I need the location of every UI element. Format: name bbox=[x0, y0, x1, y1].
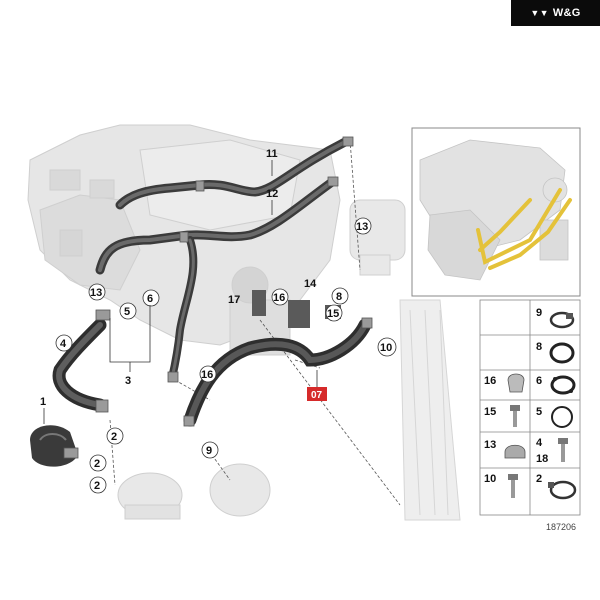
callouts: 11 12 13 13 4 5 6 3 1 2 2 2 17 16 14 8 bbox=[40, 148, 397, 494]
brand-logo: ▼▼ W&G bbox=[511, 0, 600, 26]
callout-14: 14 bbox=[304, 278, 317, 290]
location-inset bbox=[411, 127, 581, 297]
callout-11: 11 bbox=[266, 148, 278, 160]
callout-1: 1 bbox=[40, 396, 46, 408]
brand-name: W&G bbox=[552, 7, 581, 19]
water-pump bbox=[117, 463, 271, 520]
parts-num-5: 5 bbox=[536, 406, 542, 418]
highlight-box bbox=[307, 387, 327, 401]
hose-4 bbox=[52, 318, 107, 412]
brand-mark-icon: ▼▼ bbox=[530, 8, 549, 18]
parts-num-9: 9 bbox=[536, 307, 542, 319]
callout-9: 9 bbox=[206, 445, 212, 457]
callout-16-bottom: 16 bbox=[201, 369, 213, 381]
radiator bbox=[399, 299, 461, 521]
thermostat-housing bbox=[349, 199, 406, 276]
gasket-icon bbox=[550, 375, 576, 395]
parts-num-2: 2 bbox=[536, 473, 542, 485]
callout-15: 15 bbox=[327, 308, 339, 320]
callout-12: 12 bbox=[266, 188, 278, 200]
highlight-label-07: 07 bbox=[311, 390, 323, 401]
parts-num-18: 18 bbox=[536, 453, 548, 465]
diagram-id: 187206 bbox=[546, 522, 576, 532]
hose-clamp-icon bbox=[549, 311, 575, 329]
callout-3: 3 bbox=[125, 375, 131, 387]
bolt-icon bbox=[510, 405, 520, 427]
parts-num-10: 10 bbox=[484, 473, 496, 485]
o-ring-icon bbox=[549, 342, 575, 364]
callout-17: 17 bbox=[228, 294, 240, 306]
spring-clamp-icon bbox=[548, 480, 577, 500]
hose-1 bbox=[30, 425, 78, 467]
callout-13-right: 13 bbox=[356, 221, 368, 233]
seal-ring-icon bbox=[551, 406, 573, 428]
screw-icon bbox=[558, 438, 568, 462]
inset-highlighted-hoses bbox=[476, 188, 572, 270]
callout-5: 5 bbox=[124, 306, 130, 318]
callout-13-left: 13 bbox=[90, 287, 102, 299]
callout-4: 4 bbox=[60, 338, 67, 350]
callout-10: 10 bbox=[380, 342, 392, 354]
hose-vertical bbox=[168, 236, 198, 382]
callout-2-middle: 2 bbox=[94, 458, 100, 470]
parts-table: 9 8 16 6 15 5 13 bbox=[479, 299, 581, 516]
clip-icon bbox=[507, 373, 525, 393]
bolt-icon bbox=[508, 474, 518, 498]
parts-num-15: 15 bbox=[484, 406, 496, 418]
callout-8: 8 bbox=[336, 291, 342, 303]
callout-2-lower: 2 bbox=[94, 480, 100, 492]
hose-12 bbox=[95, 177, 337, 275]
callout-6: 6 bbox=[147, 293, 153, 305]
hose-connectors bbox=[63, 136, 373, 459]
hose-11 bbox=[115, 137, 350, 210]
clamp-bracket-icon bbox=[504, 444, 526, 459]
parts-num-4: 4 bbox=[536, 437, 543, 449]
parts-num-6: 6 bbox=[536, 375, 542, 387]
parts-num-16: 16 bbox=[484, 375, 496, 387]
parts-num-13: 13 bbox=[484, 439, 496, 451]
callout-16-top: 16 bbox=[273, 292, 285, 304]
callout-2-upper: 2 bbox=[111, 431, 117, 443]
parts-num-8: 8 bbox=[536, 341, 542, 353]
